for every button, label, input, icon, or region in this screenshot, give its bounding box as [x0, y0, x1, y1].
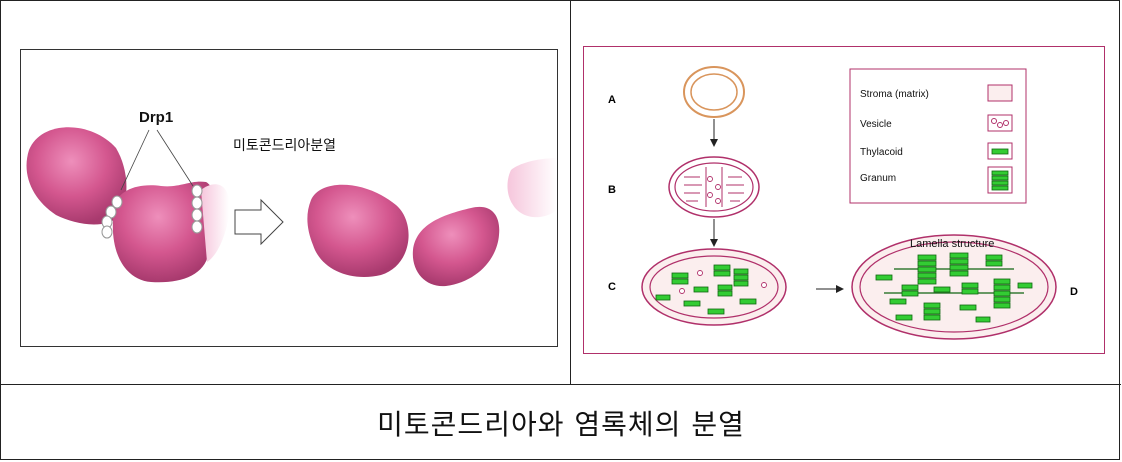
stage-label-a: A — [608, 94, 616, 106]
mitochondria-fission-svg: Drp1 미토콘드리아분열 — [21, 50, 557, 346]
chloroplast-c — [642, 249, 786, 325]
daughter-mitochondrion-2 — [413, 207, 499, 286]
chloroplast-d: Lamella structure — [852, 235, 1056, 339]
legend-label-granum: Granum — [860, 173, 896, 184]
stage-label-d: D — [1070, 286, 1078, 298]
figure-caption: 미토콘드리아와 염록체의 분열 — [1, 385, 1121, 461]
chloroplast-svg: A B C D — [584, 47, 1104, 353]
hollow-arrow-icon — [235, 200, 283, 244]
legend: Stroma (matrix) Vesicle Thylacoid Granum — [850, 69, 1026, 203]
legend-label-thylacoid: Thylacoid — [860, 147, 903, 158]
legend-label-vesicle: Vesicle — [860, 119, 892, 130]
daughter-mitochondrion-fragment — [507, 158, 557, 217]
legend-label-stroma: Stroma (matrix) — [860, 89, 929, 100]
mitochondria-fission-figure: Drp1 미토콘드리아분열 — [20, 49, 558, 347]
drp1-label: Drp1 — [139, 109, 173, 126]
column-divider — [570, 1, 571, 384]
fission-process-label: 미토콘드리아분열 — [233, 138, 336, 154]
chloroplast-figure: A B C D — [583, 46, 1105, 354]
stage-label-c: C — [608, 281, 616, 293]
legend-swatch-stroma — [988, 85, 1012, 101]
stage-label-b: B — [608, 184, 616, 196]
lamella-label: Lamella structure — [910, 238, 994, 250]
daughter-mitochondrion-1 — [307, 185, 408, 277]
